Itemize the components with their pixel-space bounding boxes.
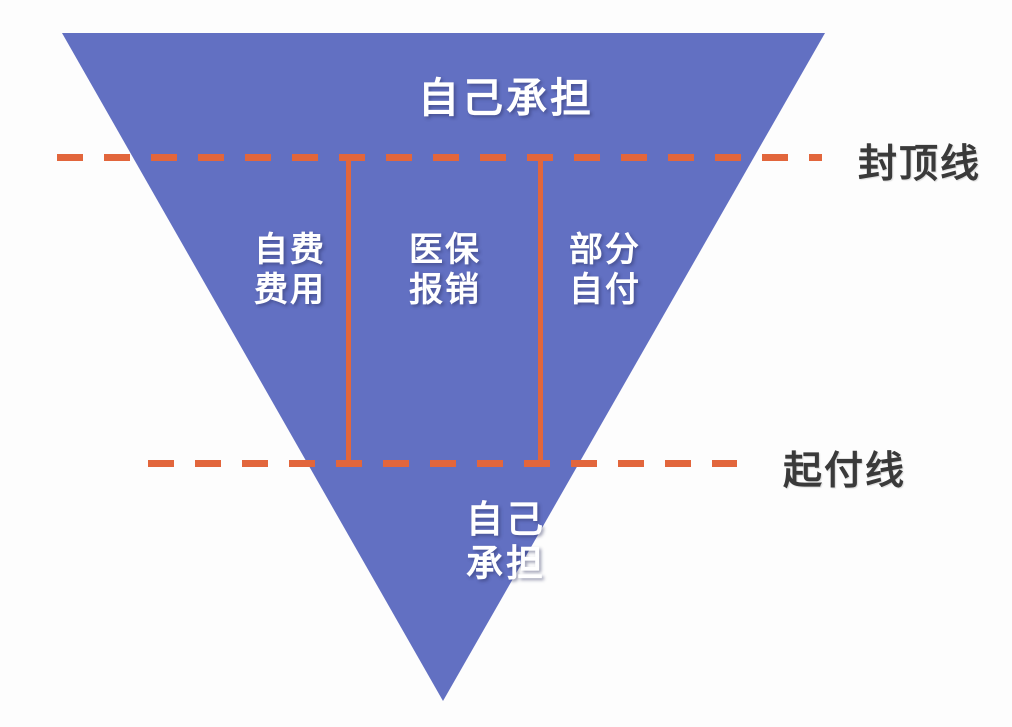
- band-label-above-cap: 自己承担: [418, 75, 594, 121]
- column-label-self-paid-expense-line1: 自费: [254, 231, 326, 269]
- column-label-partial-self-payment-line1: 部分: [569, 231, 641, 269]
- cap-line-label: 封顶线: [858, 143, 982, 186]
- band-label-below-threshold: 自己 承担: [0, 498, 1012, 585]
- column-label-partial-self-payment: 部分 自付: [530, 230, 680, 310]
- column-label-self-paid-expense: 自费 费用: [215, 230, 365, 310]
- band-label-below-threshold-line1: 自己: [466, 499, 546, 540]
- threshold-line-label: 起付线: [783, 450, 907, 493]
- band-label-below-threshold-line2: 承担: [466, 542, 546, 584]
- column-label-insurance-reimbursement-line2: 报销: [409, 271, 481, 310]
- column-label-self-paid-expense-line2: 费用: [254, 271, 326, 310]
- column-label-insurance-reimbursement-line1: 医保: [409, 231, 481, 269]
- inverted-triangle-shape: [62, 33, 825, 701]
- column-label-partial-self-payment-line2: 自付: [569, 271, 641, 310]
- column-label-insurance-reimbursement: 医保 报销: [365, 230, 525, 310]
